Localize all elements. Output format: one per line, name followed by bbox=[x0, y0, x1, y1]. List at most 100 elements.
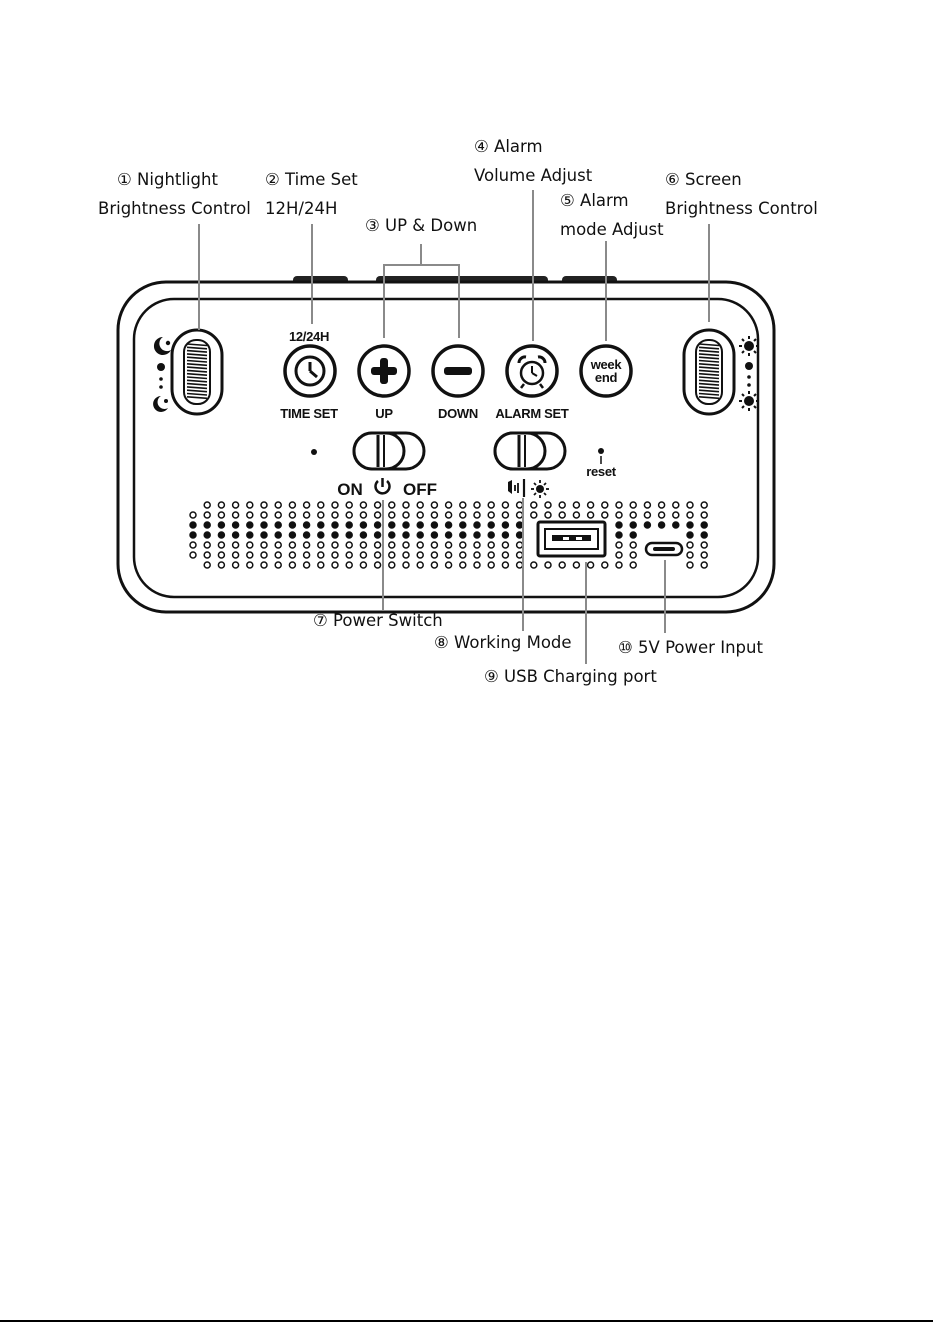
dot-indicator bbox=[745, 362, 753, 370]
minus-icon bbox=[444, 367, 472, 375]
grille-dot bbox=[446, 532, 452, 538]
grille-dot bbox=[616, 562, 622, 568]
grille-dot bbox=[630, 552, 636, 558]
grille-dot bbox=[417, 522, 423, 528]
grille-dot bbox=[616, 532, 622, 538]
grille-dot bbox=[275, 532, 281, 538]
grille-dot bbox=[545, 562, 551, 568]
grille-dot bbox=[360, 542, 366, 548]
label-on: ON bbox=[337, 480, 363, 499]
grille-dot bbox=[474, 522, 480, 528]
grille-dot bbox=[289, 542, 295, 548]
grille-dot bbox=[304, 512, 310, 518]
callout-alarm-mode-line2: mode Adjust bbox=[560, 220, 664, 239]
grille-dot bbox=[304, 552, 310, 558]
callout-alarm-volume-line1: ④ Alarm bbox=[474, 137, 543, 156]
time-set-button[interactable] bbox=[285, 346, 335, 396]
up-button[interactable] bbox=[359, 346, 409, 396]
callout-screen-brightness: ⑥ Screen Brightness Control bbox=[665, 170, 818, 218]
grille-dot bbox=[644, 522, 650, 528]
grille-dot bbox=[488, 502, 494, 508]
grille-dot bbox=[389, 522, 395, 528]
grille-dot bbox=[360, 522, 366, 528]
usb-charging-port[interactable] bbox=[538, 522, 605, 556]
callout-up-down-line1: ③ UP & Down bbox=[365, 216, 477, 235]
grille-dot bbox=[701, 522, 707, 528]
alarm-set-button[interactable] bbox=[507, 346, 557, 396]
grille-dot bbox=[701, 562, 707, 568]
grille-dot bbox=[431, 502, 437, 508]
grille-dot bbox=[431, 542, 437, 548]
callout-power-switch: ⑦ Power Switch bbox=[313, 611, 443, 630]
grille-dot bbox=[460, 562, 466, 568]
grille-dot bbox=[701, 542, 707, 548]
grille-dot bbox=[417, 542, 423, 548]
grille-dot bbox=[233, 512, 239, 518]
grille-dot bbox=[346, 562, 352, 568]
grille-dot bbox=[332, 542, 338, 548]
led-indicator bbox=[311, 449, 317, 455]
grille-dot bbox=[446, 562, 452, 568]
label-up: UP bbox=[375, 406, 393, 421]
grille-dot bbox=[531, 502, 537, 508]
grille-dot bbox=[190, 522, 196, 528]
grille-dot bbox=[644, 502, 650, 508]
callout-nightlight-line1: ① Nightlight bbox=[117, 170, 218, 189]
callout-alarm-mode: ⑤ Alarm mode Adjust bbox=[560, 191, 664, 239]
grille-dot bbox=[360, 552, 366, 558]
grille-dot bbox=[318, 542, 324, 548]
grille-dot bbox=[275, 502, 281, 508]
grille-dot bbox=[474, 532, 480, 538]
grille-dot bbox=[687, 532, 693, 538]
grille-dot bbox=[630, 532, 636, 538]
grille-dot bbox=[502, 552, 508, 558]
grille-dot bbox=[460, 532, 466, 538]
label-reset: reset bbox=[586, 464, 617, 479]
down-button[interactable] bbox=[433, 346, 483, 396]
weekend-button[interactable]: week end bbox=[581, 346, 631, 396]
grille-dot bbox=[403, 532, 409, 538]
grille-dot bbox=[517, 502, 523, 508]
grille-dot bbox=[233, 542, 239, 548]
grille-dot bbox=[687, 512, 693, 518]
grille-dot bbox=[517, 552, 523, 558]
grille-dot bbox=[233, 532, 239, 538]
usb-c-power-input[interactable] bbox=[646, 543, 682, 555]
grille-dot bbox=[502, 542, 508, 548]
grille-dot bbox=[502, 562, 508, 568]
grille-dot bbox=[460, 522, 466, 528]
grille-dot bbox=[247, 532, 253, 538]
grille-dot bbox=[360, 512, 366, 518]
grille-dot bbox=[261, 542, 267, 548]
grille-dot bbox=[659, 502, 665, 508]
grille-dot bbox=[573, 512, 579, 518]
screen-brightness-wheel[interactable] bbox=[684, 330, 734, 414]
grille-dot bbox=[488, 562, 494, 568]
grille-dot bbox=[630, 512, 636, 518]
grille-dot bbox=[488, 512, 494, 518]
callout-alarm-volume: ④ Alarm Volume Adjust bbox=[474, 137, 593, 185]
working-mode-switch[interactable] bbox=[495, 433, 565, 469]
callout-screen-brightness-line1: ⑥ Screen bbox=[665, 170, 742, 189]
power-switch[interactable] bbox=[354, 433, 424, 469]
grille-dot bbox=[289, 512, 295, 518]
grille-dot bbox=[588, 502, 594, 508]
dot-indicator bbox=[747, 383, 751, 387]
grille-dot bbox=[531, 512, 537, 518]
grille-dot bbox=[389, 532, 395, 538]
grille-dot bbox=[559, 512, 565, 518]
grille-dot bbox=[417, 512, 423, 518]
grille-dot bbox=[474, 502, 480, 508]
callout-usb-port-line1: ⑨ USB Charging port bbox=[484, 667, 657, 686]
grille-dot bbox=[431, 532, 437, 538]
grille-dot bbox=[559, 502, 565, 508]
grille-dot bbox=[687, 522, 693, 528]
grille-dot bbox=[318, 522, 324, 528]
grille-dot bbox=[446, 542, 452, 548]
grille-dot bbox=[630, 542, 636, 548]
nightlight-wheel[interactable] bbox=[172, 330, 222, 414]
callout-time-set-line1: ② Time Set bbox=[265, 170, 358, 189]
grille-dot bbox=[403, 552, 409, 558]
grille-dot bbox=[701, 502, 707, 508]
grille-dot bbox=[247, 552, 253, 558]
